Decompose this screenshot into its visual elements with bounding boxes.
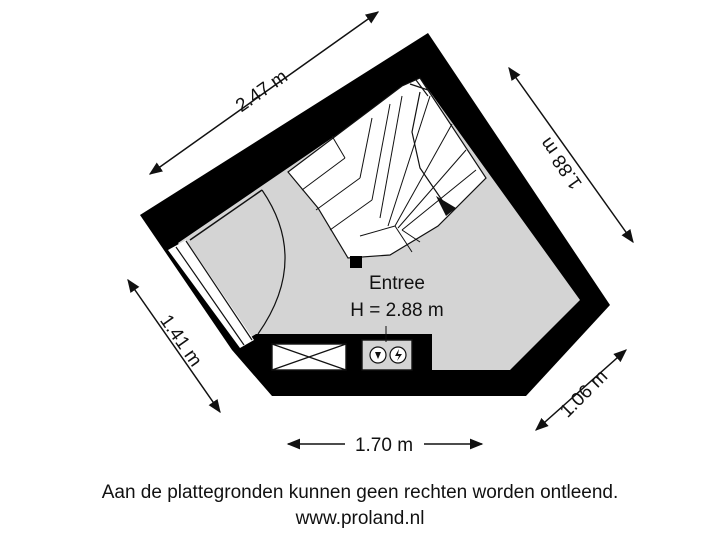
dim-left-label: 1.41 m [155,311,206,371]
dim-right-lower-label: 1.06 m [556,366,612,422]
dim-line-right-lower [534,349,628,431]
disclaimer-text: Aan de plattegronden kunnen geen rechten… [101,482,619,503]
utility-meter-icon-mark [375,352,381,359]
dim-line-right-upper [508,66,634,244]
website-text: www.proland.nl [295,508,425,529]
electricity-icon-bolt [395,349,402,361]
stair-walkline [409,79,447,207]
room-name: Entree [369,273,425,294]
dim-bottom-label: 1.70 m [355,435,413,456]
meter-cabinet-cross [271,343,347,371]
door-swing-arc [257,189,286,335]
dim-line-left [127,278,221,414]
stairs [287,77,487,259]
dim-line-top [148,11,380,175]
dim-top-label: 2.47 m [232,66,292,117]
door-leaf [189,189,263,241]
room-height: H = 2.88 m [350,300,443,321]
newel-post [350,256,362,268]
stair-direction-arrow [436,196,456,216]
